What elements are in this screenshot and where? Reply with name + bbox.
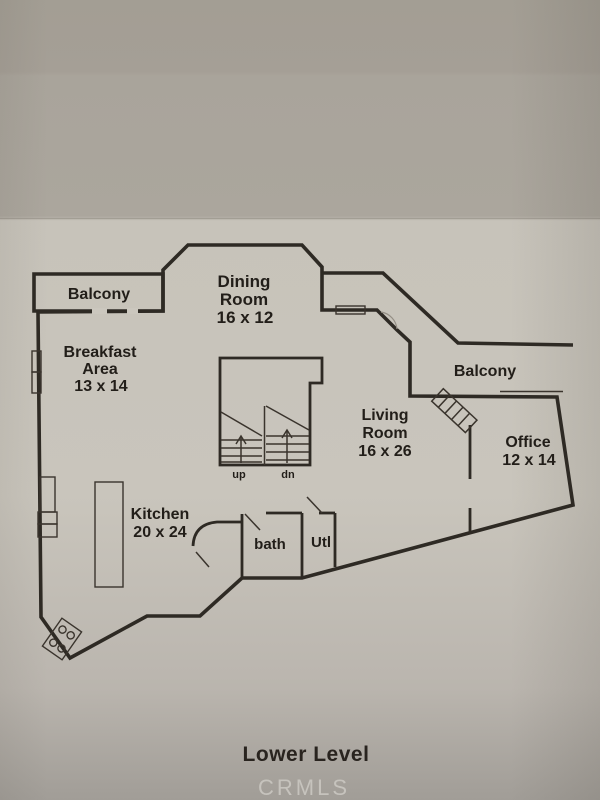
room-label-breakfast-2: Area xyxy=(82,361,118,378)
exterior-walls xyxy=(36,243,576,661)
stairs-down-label: dn xyxy=(281,469,295,481)
room-label-breakfast-3: 13 x 14 xyxy=(74,378,127,395)
room-label-kitchen-2: 20 x 24 xyxy=(133,524,186,541)
balcony-right-label: Balcony xyxy=(454,363,516,380)
stairs-up-arrow-icon xyxy=(235,434,247,463)
room-label-living-3: 16 x 26 xyxy=(358,443,411,460)
plan-title: Lower Level xyxy=(243,743,370,766)
bath-door xyxy=(244,513,261,531)
kitchen-counter xyxy=(37,523,58,538)
room-label-living-1: Living xyxy=(361,407,408,424)
stove-icon xyxy=(41,617,83,661)
room-label-dining-3: 16 x 12 xyxy=(217,308,274,327)
utility-door xyxy=(306,496,323,514)
room-label-breakfast-1: Breakfast xyxy=(64,344,138,361)
room-label-office-2: 12 x 14 xyxy=(502,452,555,469)
kitchen-hall-wall xyxy=(191,520,242,568)
stairs-enclosure-wall xyxy=(218,356,324,467)
stairs-up-label: up xyxy=(232,469,246,481)
balcony-left-label: Balcony xyxy=(68,286,130,303)
room-label-utility: Utl xyxy=(311,534,331,551)
kitchen-island xyxy=(94,481,124,588)
kitchen-door xyxy=(195,551,210,568)
crmls-watermark: CRMLS xyxy=(258,775,350,800)
bathroom-walls xyxy=(240,511,304,578)
stairs-down-arrow-icon xyxy=(281,428,293,463)
room-label-bath: bath xyxy=(254,536,286,553)
fireplace-icon xyxy=(430,387,479,434)
utility-walls xyxy=(306,496,337,567)
room-label-office-1: Office xyxy=(505,434,550,451)
room-label-kitchen-1: Kitchen xyxy=(131,506,190,523)
window-icon xyxy=(335,305,366,315)
balcony-right-wall xyxy=(322,271,574,347)
balcony-door-swing xyxy=(380,311,398,330)
balcony-left-area xyxy=(32,272,165,313)
staircase xyxy=(218,356,324,467)
room-label-dining-2: Room xyxy=(220,290,268,309)
room-label-dining-1: Dining xyxy=(218,272,271,291)
room-label-living-2: Room xyxy=(362,425,407,442)
window-icon xyxy=(31,371,42,394)
